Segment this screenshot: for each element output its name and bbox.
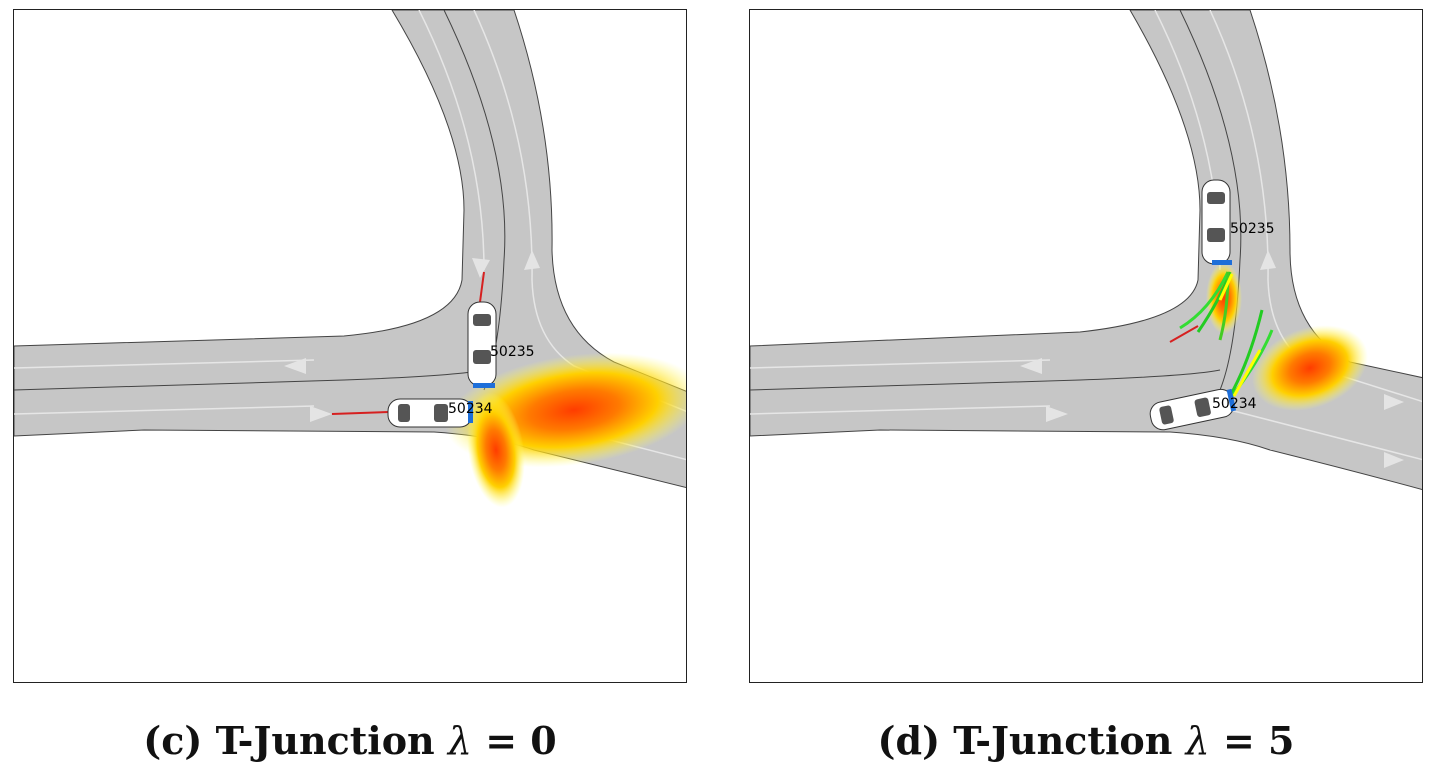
caption-prefix: (d) T-Junction <box>877 718 1186 763</box>
history-trail <box>479 271 485 303</box>
vehicle-label: 50234 <box>1212 396 1257 412</box>
caption-prefix: (c) T-Junction <box>143 718 448 763</box>
vehicle-label: 50235 <box>490 344 535 360</box>
predicted-trajectories <box>1179 271 1274 397</box>
caption-suffix: = 5 <box>1209 718 1295 763</box>
vehicle-50234 <box>1149 388 1237 431</box>
lambda-symbol: λ <box>1185 719 1210 763</box>
panel-caption-c: (c) T-Junction λ = 0 <box>13 718 687 763</box>
lambda-symbol: λ <box>447 719 472 763</box>
road-network <box>750 10 1422 490</box>
vehicle-50235: 50235 <box>467 301 535 388</box>
scene-panel-d: 50235 50234 <box>749 9 1423 683</box>
panel-caption-d: (d) T-Junction λ = 5 <box>749 718 1423 763</box>
scene-map-d: 50235 50234 <box>750 10 1422 490</box>
history-trail <box>331 411 390 415</box>
caption-suffix: = 0 <box>472 718 557 763</box>
vehicle-label: 50235 <box>1230 221 1275 237</box>
vehicle-50234: 50234 <box>387 398 493 428</box>
history-trail <box>1169 325 1199 343</box>
scene-panel-c: 50235 50234 <box>13 9 687 683</box>
occupancy-heatmap <box>1206 262 1369 411</box>
occupancy-heatmap <box>445 352 686 508</box>
vehicle-label: 50234 <box>448 401 493 417</box>
scene-map-c: 50235 50234 <box>14 10 686 508</box>
vehicle-50235: 50235 <box>1201 179 1275 265</box>
